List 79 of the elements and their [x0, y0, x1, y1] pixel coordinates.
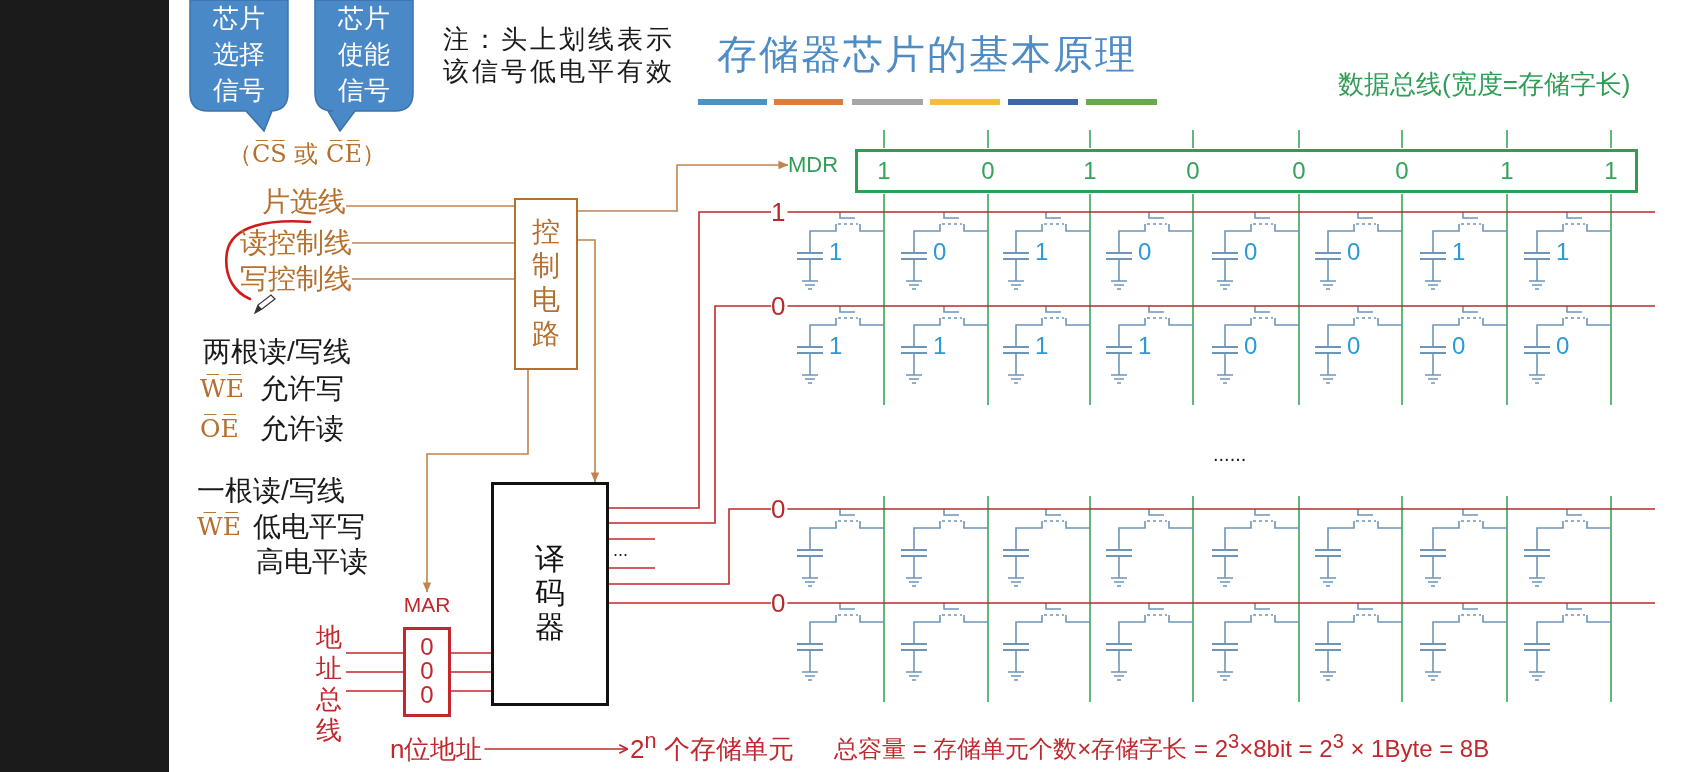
caption-text: 2$^{n}$ 个存储单元: [630, 734, 794, 764]
note-text: 两根读/写线: [203, 337, 351, 367]
register-label: MAR: [403, 592, 451, 618]
bit-value: 1: [1035, 238, 1049, 266]
bit-value: 0: [980, 156, 996, 186]
bit-value: 0: [1138, 238, 1152, 266]
connector: [345, 652, 404, 654]
bit-value: 0: [1244, 332, 1258, 360]
arrow: [422, 369, 529, 593]
bit-value: 1: [876, 156, 892, 186]
bit-value: 1: [1603, 156, 1619, 186]
connector: [608, 305, 772, 524]
bit-value: 0: [1394, 156, 1410, 186]
bit-value: 1: [1138, 332, 1152, 360]
bit-value: 1: [1082, 156, 1098, 186]
callout-bubble: 芯片使能信号: [314, 0, 414, 132]
circuit-block: 控制电路: [514, 198, 578, 370]
formula-text: 总容量 = 存储单元个数×存储字长 = 2$^{3}$×8bit = 2$^{3}$ × 1Byte = 8B: [834, 734, 1490, 764]
bit-value: 0: [1244, 238, 1258, 266]
register-box: [855, 149, 1638, 193]
note-text: 低电平写: [253, 512, 365, 542]
ellipsis: ...: [613, 540, 628, 560]
connector: [608, 211, 772, 509]
note-text: 一根读/写线: [197, 476, 345, 506]
bit-value: 0: [419, 635, 435, 659]
signal-label: （C̅S̅ 或 C̅E̅）: [228, 139, 386, 169]
note-text: 允许读: [260, 414, 344, 444]
word-line-value: 0: [771, 296, 786, 316]
connector: [351, 278, 515, 280]
bus-label: 地址总线: [316, 622, 346, 746]
bit-value: 0: [1291, 156, 1307, 186]
connector: [351, 242, 515, 244]
note-text: 注：头上划线表示该信号低电平有效: [443, 23, 676, 87]
bit-value: 1: [829, 238, 843, 266]
word-line-value: 0: [771, 593, 786, 613]
bit-value: 1: [829, 332, 843, 360]
bit-value: 0: [1347, 332, 1361, 360]
signal-label: W̅E̅: [200, 374, 244, 404]
connector: [345, 671, 404, 673]
bit-value: 0: [1556, 332, 1570, 360]
connector: [450, 671, 492, 673]
bit-value: 1: [933, 332, 947, 360]
word-line-value: 1: [771, 202, 786, 222]
callout-bubble: 芯片选择信号: [189, 0, 289, 132]
note-text: 允许写: [260, 374, 344, 404]
connector: [608, 508, 772, 585]
circuit-block: 译码器: [491, 482, 609, 706]
arrow: [483, 744, 629, 754]
connector: [608, 602, 772, 604]
bit-value: 1: [1035, 332, 1049, 360]
connector: [345, 690, 404, 692]
connector: [450, 652, 492, 654]
caption-text: n位地址: [390, 734, 483, 764]
connector: [450, 690, 492, 692]
bit-value: 0: [419, 659, 435, 683]
bit-value: 1: [1452, 238, 1466, 266]
bit-value: 0: [1185, 156, 1201, 186]
register-label: MDR: [788, 151, 839, 179]
signal-label: W̅E̅: [197, 512, 241, 542]
ellipsis: ......: [1213, 442, 1247, 466]
bit-value: 0: [1347, 238, 1361, 266]
word-line-value: 0: [771, 499, 786, 519]
signal-label: 片选线: [262, 187, 346, 217]
arrow: [577, 160, 789, 212]
connector: [608, 538, 656, 540]
bit-value: 1: [1499, 156, 1515, 186]
bus-label: 数据总线(宽度=存储字长): [1338, 69, 1631, 99]
bit-value: 0: [419, 683, 435, 707]
note-text: 高电平读: [256, 547, 368, 577]
signal-label: O̅E̅: [200, 414, 239, 444]
bit-value: 0: [933, 238, 947, 266]
connector: [345, 205, 515, 207]
signal-label: 读控制线: [240, 228, 352, 258]
title: 存储器芯片的基本原理: [717, 31, 1137, 78]
signal-label: 写控制线: [240, 264, 352, 294]
bit-value: 1: [1556, 238, 1570, 266]
arrow: [577, 239, 600, 483]
bit-value: 0: [1452, 332, 1466, 360]
connector: [608, 567, 656, 569]
